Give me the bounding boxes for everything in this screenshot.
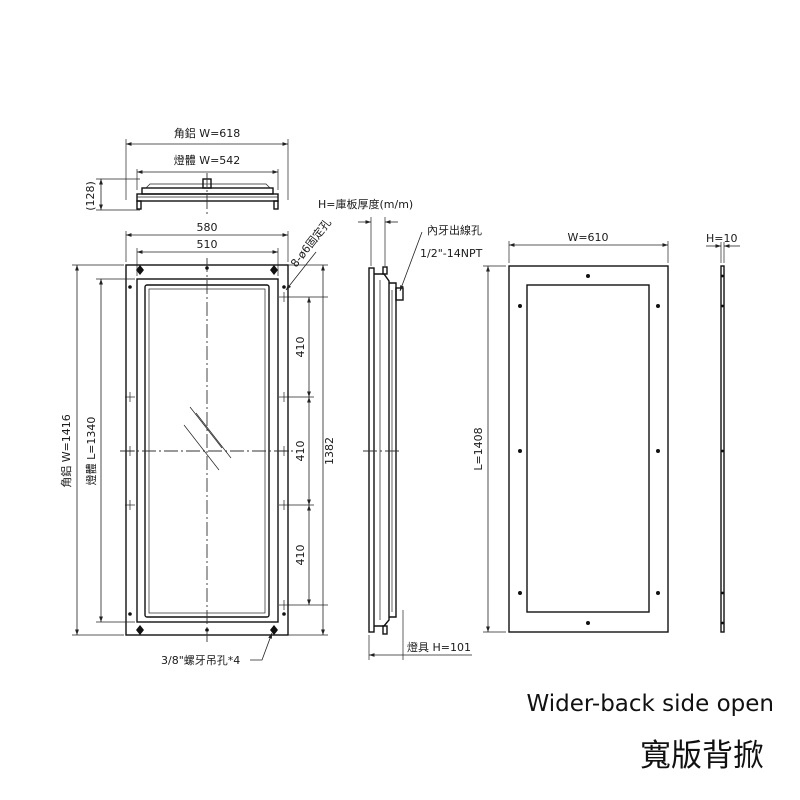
side-fixing-markers bbox=[125, 292, 289, 610]
dim-front-outer-width: 580 bbox=[197, 221, 218, 234]
caption-chinese: 寬版背掀 bbox=[640, 738, 764, 774]
dim-plate-thickness: H=10 bbox=[706, 232, 738, 245]
hang-hole-callout: 3/8"螺牙吊孔*4 bbox=[161, 654, 240, 667]
hang-hole-marker bbox=[270, 625, 278, 635]
back-plate-view: W=610 L=1408 bbox=[472, 231, 669, 633]
front-view: 580 510 8-ø6固定孔 角鋁 W=1416 燈體 L=1340 410 … bbox=[59, 216, 336, 667]
dim-front-inner-width: 510 bbox=[197, 238, 218, 251]
dim-spacing-bottom: 410 bbox=[294, 545, 307, 566]
back-plate-side-view: H=10 bbox=[706, 232, 740, 633]
back-plate-holes bbox=[518, 274, 660, 625]
fixing-holes bbox=[128, 266, 286, 632]
hang-hole-marker bbox=[270, 265, 278, 275]
side-view: H=庫板厚度(m/m) 內牙出線孔 1/2"-14NPT 燈具 H=101 bbox=[318, 197, 483, 660]
dim-top-body-width: 燈體 W=542 bbox=[174, 153, 241, 167]
conduit-thread-label: 1/2"-14NPT bbox=[420, 247, 483, 260]
conduit-hole-label: 內牙出線孔 bbox=[427, 223, 482, 237]
dim-front-outer-length: 角鋁 W=1416 bbox=[59, 414, 73, 488]
dim-spacing-top: 410 bbox=[294, 337, 307, 358]
dim-spacing-middle: 410 bbox=[294, 441, 307, 462]
dim-top-outer-width: 角鋁 W=618 bbox=[174, 126, 241, 140]
dim-hole-span: 1382 bbox=[323, 437, 336, 465]
top-view: 角鋁 W=618 燈體 W=542 (128) bbox=[84, 126, 289, 215]
caption-english: Wider-back side open bbox=[527, 691, 774, 717]
hang-hole-marker bbox=[136, 625, 144, 635]
dim-fixture-height: 燈具 H=101 bbox=[407, 640, 471, 654]
fixing-hole-callout: 8-ø6固定孔 bbox=[287, 216, 334, 270]
dim-back-width: W=610 bbox=[567, 231, 608, 244]
hang-hole-marker bbox=[136, 265, 144, 275]
dim-front-body-length: 燈體 L=1340 bbox=[84, 417, 98, 486]
dim-ceiling-thickness: H=庫板厚度(m/m) bbox=[318, 197, 413, 211]
dim-top-height: (128) bbox=[84, 181, 97, 211]
dim-back-length: L=1408 bbox=[472, 427, 485, 470]
